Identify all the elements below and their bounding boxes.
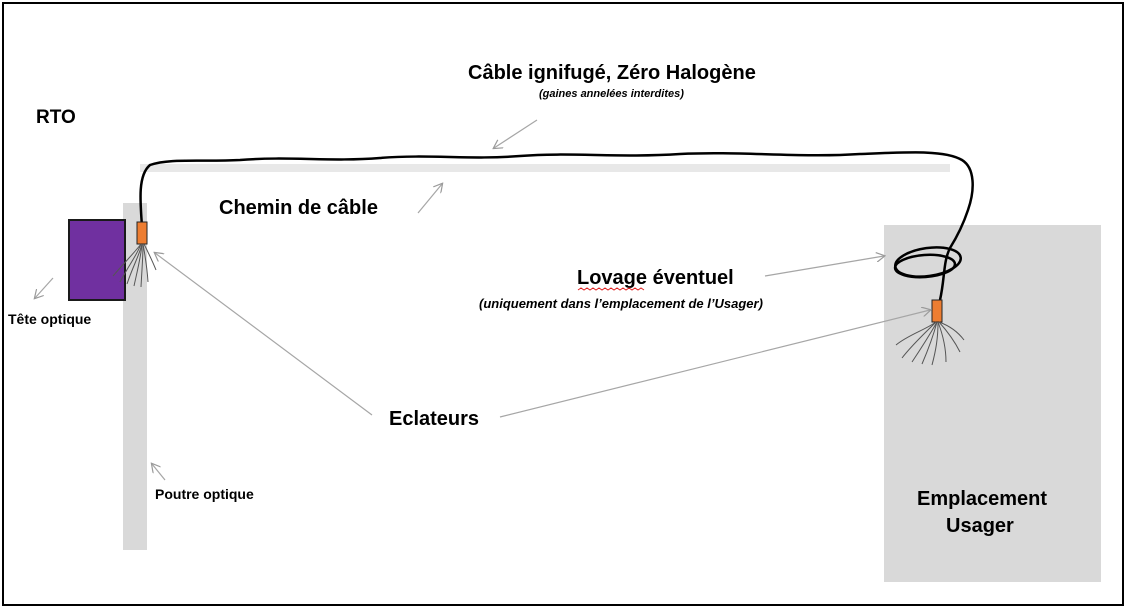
spellcheck-underline	[577, 287, 645, 291]
optical-beam	[123, 203, 147, 550]
arrow-eclateurs-right	[499, 310, 930, 418]
arrow-cable-title	[494, 119, 538, 148]
tete-label: Tête optique	[8, 311, 91, 327]
user-location-block	[884, 225, 1101, 582]
user-location-line1: Emplacement	[917, 488, 1047, 510]
lovage-sublabel: (uniquement dans l’emplacement de l’Usag…	[479, 296, 763, 311]
arrows	[35, 119, 930, 481]
cable-tray	[140, 164, 950, 172]
arrow-eclateurs-left	[155, 253, 373, 416]
arrow-tete	[35, 277, 54, 298]
cable-line	[139, 151, 974, 301]
right-fiber-fanout	[895, 321, 965, 366]
rto-label: RTO	[36, 107, 76, 128]
arrow-poutre	[152, 464, 166, 481]
arrow-chemin	[417, 184, 442, 214]
cable-title: Câble ignifugé, Zéro Halogène	[468, 62, 756, 84]
cable-coil	[893, 246, 962, 279]
right-splitter-connector	[931, 299, 943, 323]
arrow-lovage	[764, 256, 884, 277]
chemin-label: Chemin de câble	[219, 197, 378, 219]
optical-head	[68, 219, 126, 301]
poutre-label: Poutre optique	[155, 486, 254, 502]
user-location-line2: Usager	[946, 515, 1014, 537]
left-fiber-fanout	[112, 243, 157, 288]
lovage-label: Lovage éventuel	[577, 267, 734, 289]
eclateurs-label: Eclateurs	[389, 408, 479, 430]
cable-subtitle: (gaines annelées interdites)	[539, 88, 684, 100]
left-splitter-connector	[136, 221, 148, 245]
